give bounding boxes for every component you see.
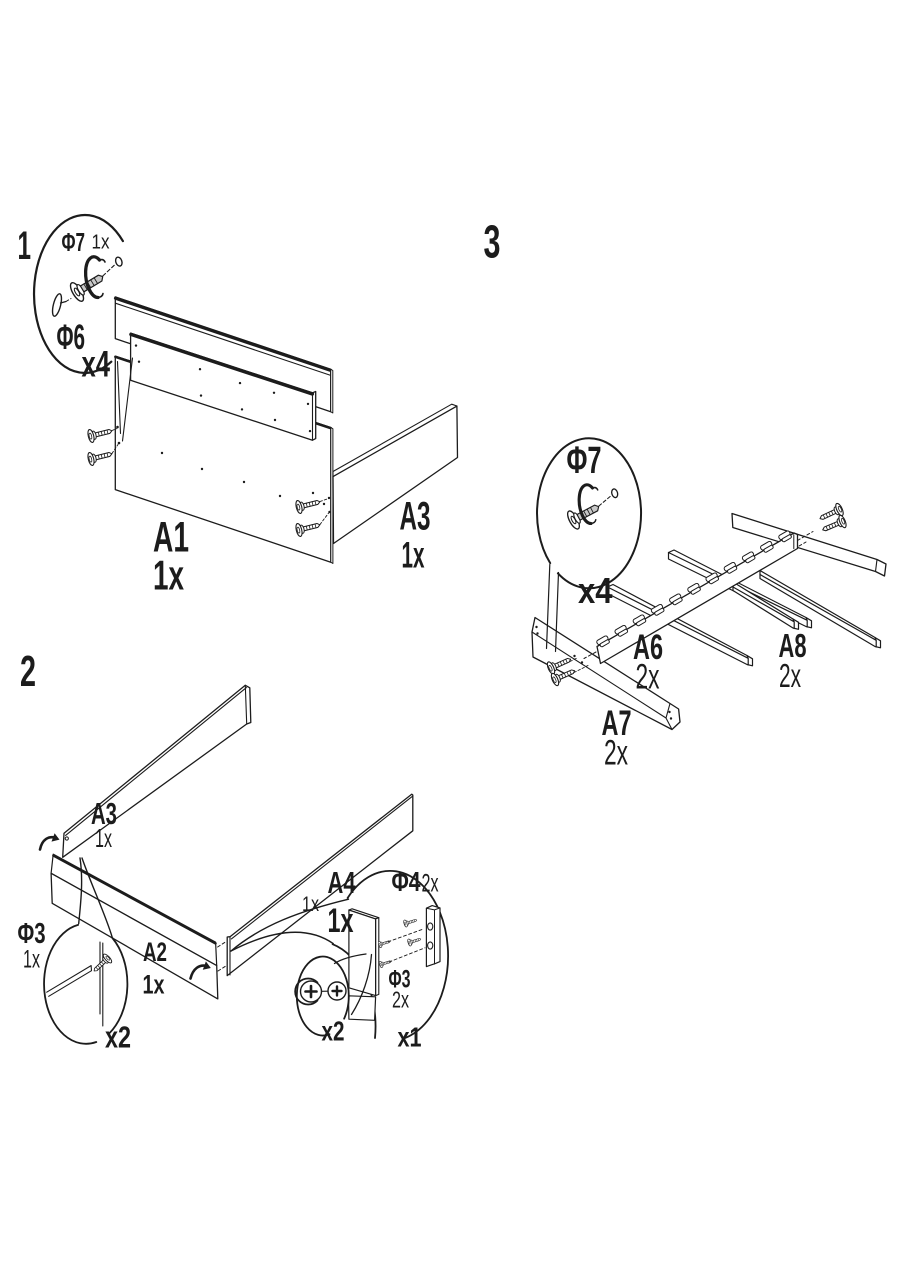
svg-text:2x: 2x	[779, 657, 801, 694]
svg-text:1x: 1x	[95, 823, 112, 853]
svg-text:A3: A3	[91, 796, 117, 831]
svg-text:A2: A2	[143, 937, 167, 967]
svg-text:1x: 1x	[328, 902, 354, 940]
svg-text:2x: 2x	[636, 658, 660, 697]
svg-text:1x: 1x	[402, 535, 425, 576]
svg-text:1: 1	[18, 224, 32, 268]
svg-text:1x: 1x	[143, 970, 165, 1000]
svg-text:x1: x1	[398, 1022, 422, 1053]
svg-text:A3: A3	[400, 495, 431, 539]
svg-text:Φ7: Φ7	[567, 440, 602, 482]
svg-text:3: 3	[484, 216, 501, 268]
svg-text:A8: A8	[779, 627, 807, 664]
svg-text:A6: A6	[633, 628, 663, 667]
svg-text:A4: A4	[328, 865, 357, 900]
svg-text:Φ3: Φ3	[389, 966, 411, 994]
svg-text:2: 2	[20, 647, 36, 696]
svg-text:x4: x4	[82, 344, 111, 385]
svg-text:2x: 2x	[422, 870, 439, 898]
svg-text:2x: 2x	[392, 987, 409, 1013]
svg-text:Φ6: Φ6	[57, 318, 86, 357]
svg-text:A1: A1	[153, 514, 189, 562]
svg-text:x2: x2	[105, 1020, 131, 1055]
svg-text:A7: A7	[602, 704, 632, 743]
svg-text:1x: 1x	[153, 552, 184, 599]
svg-text:Φ4: Φ4	[392, 866, 421, 897]
svg-text:x2: x2	[322, 1016, 345, 1047]
svg-text:2x: 2x	[604, 734, 628, 773]
svg-text:x4: x4	[578, 570, 613, 611]
svg-text:1x: 1x	[23, 946, 40, 974]
svg-text:1x: 1x	[302, 893, 319, 916]
svg-text:Φ3: Φ3	[18, 918, 46, 950]
svg-text:1x: 1x	[92, 232, 110, 254]
svg-text:Φ7: Φ7	[62, 227, 86, 257]
